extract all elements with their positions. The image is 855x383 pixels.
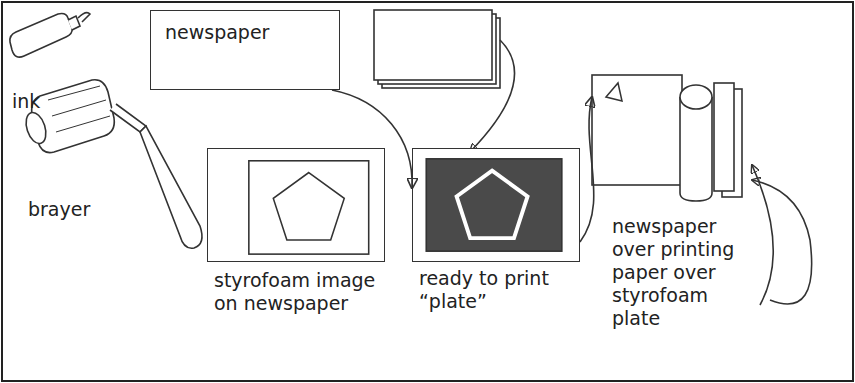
node-outline (592, 75, 747, 200)
brayer-roller (680, 97, 712, 201)
styrofoam-sheet (249, 161, 369, 254)
pentagon-image (273, 173, 344, 240)
arrow-head (606, 83, 622, 101)
newspaper-box: newspaper (150, 10, 340, 90)
brayer-tool (22, 80, 202, 249)
node-outline (413, 149, 579, 261)
ink-tube (10, 13, 90, 57)
newspaper-sheet (592, 75, 682, 185)
layer-arrow (752, 180, 812, 304)
roller-end (680, 85, 712, 109)
caption-text: newspaper over printing paper over styro… (612, 215, 752, 330)
box-label: newspaper (165, 21, 335, 44)
paper-stack (374, 10, 500, 88)
inked-plate (426, 159, 562, 251)
part-label: brayer (28, 198, 90, 221)
part-label: ink (12, 90, 40, 113)
caption-text: ready to print “plate” (419, 267, 549, 313)
layer-arrow (752, 165, 773, 305)
printing-paper-layer (714, 83, 734, 191)
caption-text: styrofoam image on newspaper (214, 269, 392, 315)
printing-stack: newspaper over printing paper over styro… (592, 75, 747, 200)
stack-arrow (470, 40, 515, 152)
node-outline (208, 149, 384, 261)
flow-arrow (332, 90, 412, 188)
styrofoam-image-box: styrofoam image on newspaper (207, 148, 385, 262)
inked-plate-box: ready to print “plate” (412, 148, 580, 262)
flow-arrow (580, 97, 594, 242)
pentagon-image (457, 171, 528, 238)
